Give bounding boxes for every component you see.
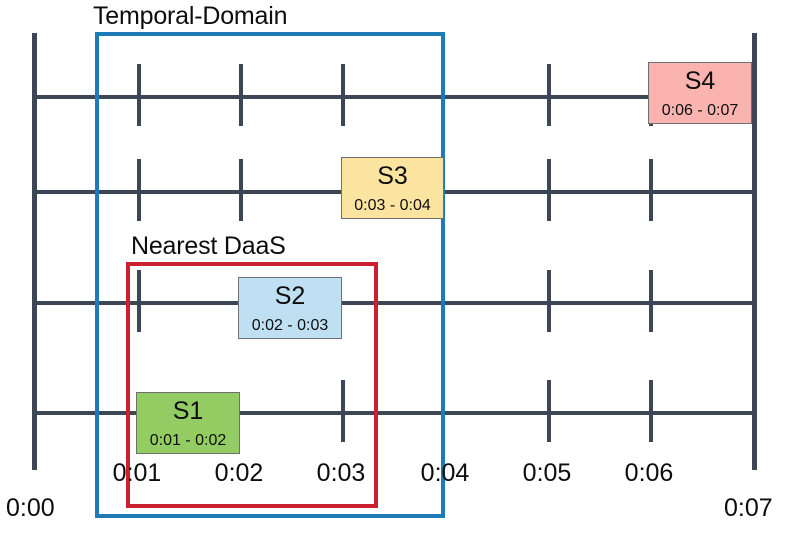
region-box-nearest-daas	[126, 262, 378, 508]
axis-start-label: 0:00	[6, 494, 55, 522]
grid-vtick-9	[137, 270, 141, 332]
grid-vtick-13	[547, 380, 551, 442]
grid-vtick-0	[137, 64, 141, 126]
service-block-s2[interactable]: S2 0:02 - 0:03	[238, 277, 342, 339]
service-name-s2: S2	[274, 282, 306, 310]
axis-end-label: 0:07	[724, 494, 773, 522]
service-name-s1: S1	[172, 397, 204, 425]
service-name-s3: S3	[377, 162, 408, 190]
grid-hline-2	[32, 301, 752, 305]
grid-hline-3	[32, 411, 752, 415]
grid-vtick-11	[649, 270, 653, 332]
region-label-nearest-daas: Nearest DaaS	[131, 232, 286, 260]
axis-vline-0	[32, 33, 37, 470]
grid-vtick-6	[239, 159, 243, 221]
service-block-s4[interactable]: S4 0:06 - 0:07	[648, 62, 752, 124]
grid-vtick-2	[341, 64, 345, 126]
axis-tick-label-0-03: 0:03	[316, 459, 366, 487]
service-range-s1: 0:01 - 0:02	[149, 432, 227, 449]
service-range-s2: 0:02 - 0:03	[251, 317, 329, 334]
service-block-s1[interactable]: S1 0:01 - 0:02	[136, 392, 240, 454]
grid-vtick-12	[341, 380, 345, 442]
grid-vtick-7	[547, 159, 551, 221]
axis-tick-label-0-02: 0:02	[214, 459, 264, 487]
axis-tick-label-0-04: 0:04	[420, 459, 470, 487]
region-label-temporal-domain: Temporal-Domain	[93, 2, 288, 30]
grid-hline-0	[32, 95, 752, 99]
axis-tick-label-0-05: 0:05	[522, 459, 572, 487]
axis-tick-label-0-01: 0:01	[112, 459, 162, 487]
grid-vtick-10	[547, 270, 551, 332]
service-range-s3: 0:03 - 0:04	[354, 197, 431, 214]
service-block-s3[interactable]: S3 0:03 - 0:04	[341, 157, 444, 219]
region-box-temporal-domain	[95, 32, 445, 518]
grid-vtick-1	[239, 64, 243, 126]
axis-vline-1	[752, 33, 757, 470]
grid-vtick-3	[547, 64, 551, 126]
grid-vtick-5	[137, 159, 141, 221]
service-name-s4: S4	[684, 67, 716, 95]
axis-tick-label-0-06: 0:06	[624, 459, 674, 487]
service-range-s4: 0:06 - 0:07	[661, 102, 739, 119]
grid-vtick-8	[649, 159, 653, 221]
grid-vtick-14	[649, 380, 653, 442]
